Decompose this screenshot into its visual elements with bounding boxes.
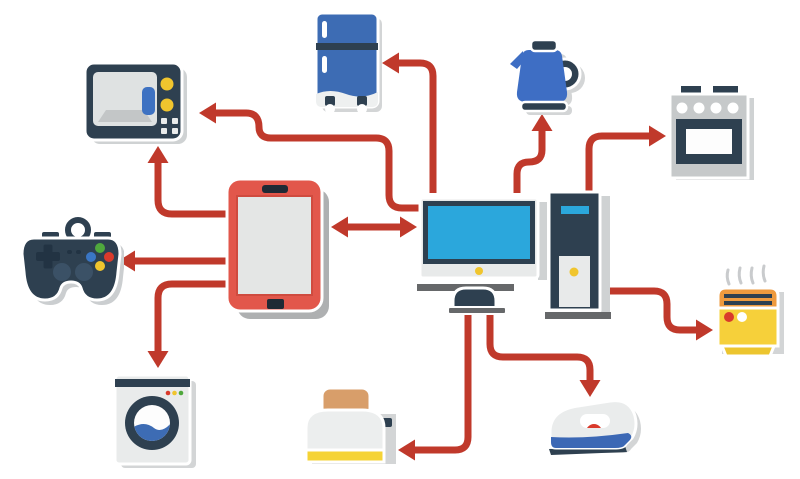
controller-button-red <box>104 252 114 262</box>
microwave-icon <box>82 58 188 148</box>
arrowhead-e9 <box>696 319 713 341</box>
washer-light-green <box>178 390 184 396</box>
toaster-with-bread-icon <box>296 384 400 470</box>
microwave-button <box>160 77 174 91</box>
toaster-slot <box>724 301 772 305</box>
iron-handle-window <box>580 414 610 428</box>
kettle-lid <box>529 38 559 53</box>
toaster-steam <box>725 264 767 286</box>
arrowhead-e3 <box>147 351 169 368</box>
toaster2-body <box>304 408 386 452</box>
microwave-handle <box>142 87 155 115</box>
kettle-body <box>516 50 568 102</box>
kettle-spout <box>510 51 524 69</box>
arrowhead-e7 <box>531 114 553 131</box>
microwave-tray <box>98 110 152 122</box>
monitor-screen <box>428 206 530 259</box>
stove-knobs <box>676 102 739 114</box>
toaster-icon <box>708 260 788 360</box>
controller-body <box>20 236 122 302</box>
tablet-screen <box>236 195 313 296</box>
game-controller-icon <box>12 212 124 306</box>
computer-tower-icon <box>542 186 614 322</box>
toaster-red-dot <box>724 312 734 322</box>
arrowhead-e10 <box>398 439 415 461</box>
edge-tablet-to-washer <box>154 280 229 352</box>
tower-panel <box>559 256 590 307</box>
fridge-divider <box>316 43 378 50</box>
monitor-base <box>447 306 507 315</box>
edge-monitor-to-microwave <box>215 109 421 212</box>
kettle-base <box>519 100 569 113</box>
edge-tablet-to-microwave <box>154 162 229 218</box>
arrowhead-e11 <box>579 380 601 397</box>
fridge-wheel <box>357 104 367 114</box>
arrowhead-e5 <box>199 102 216 124</box>
desktop-monitor-icon <box>412 192 552 318</box>
tablet-icon <box>222 176 332 322</box>
controller-button-blue <box>86 252 96 262</box>
toaster-slot <box>724 294 772 298</box>
controller-menu-dot <box>76 250 81 254</box>
controller-button-yellow <box>95 261 105 271</box>
arrowhead-e8 <box>649 125 666 147</box>
washer-top-panel <box>115 379 190 387</box>
tablet-home-button <box>267 299 284 309</box>
arrowhead-e4 <box>331 216 348 238</box>
tower-power-button <box>569 267 579 277</box>
stove-icon <box>664 82 758 182</box>
microwave-keypad <box>161 118 178 134</box>
monitor-stand <box>451 286 498 310</box>
arrowhead-e1 <box>147 146 169 163</box>
monitor-power-light <box>475 267 483 275</box>
edge-monitor-to-iron <box>486 312 594 381</box>
edge-monitor-to-toaster-bottom <box>414 312 472 454</box>
toaster-white-dot <box>737 312 747 322</box>
tower-shadow <box>601 196 610 314</box>
fridge-wheel <box>325 104 335 114</box>
edge-monitor-to-fridge <box>398 59 437 193</box>
refrigerator-icon <box>312 10 388 118</box>
kettle-icon <box>505 28 587 118</box>
arrowhead-e4 <box>400 216 417 238</box>
tower-base <box>545 312 611 319</box>
tower-drive-slot <box>561 206 589 214</box>
controller-dpad <box>36 244 60 269</box>
edge-tower-to-toaster-right <box>604 287 697 334</box>
fridge-foot <box>357 96 367 106</box>
arrowhead-e2 <box>118 250 135 272</box>
fridge-foot <box>325 96 335 106</box>
iron-icon <box>536 390 646 464</box>
edge-tower-to-stove <box>585 132 650 193</box>
washer-light-red <box>165 390 171 396</box>
edge-monitor-to-kettle <box>513 130 546 193</box>
tablet-speaker-slot <box>262 185 288 193</box>
toaster2-stripe <box>304 448 386 464</box>
fridge-handle <box>322 56 327 73</box>
stove-oven-window <box>686 129 732 154</box>
microwave-button <box>160 98 174 112</box>
washing-machine-icon <box>110 370 200 472</box>
controller-button-green <box>95 243 105 253</box>
arrowhead-e6 <box>382 52 399 74</box>
iron-blue-band <box>551 433 632 448</box>
monitor-shadow <box>538 202 547 280</box>
controller-stick <box>53 263 71 281</box>
controller-menu-dot <box>67 250 72 254</box>
washer-light-yellow <box>172 390 177 396</box>
controller-stick <box>75 263 93 281</box>
fridge-handle <box>322 21 327 38</box>
